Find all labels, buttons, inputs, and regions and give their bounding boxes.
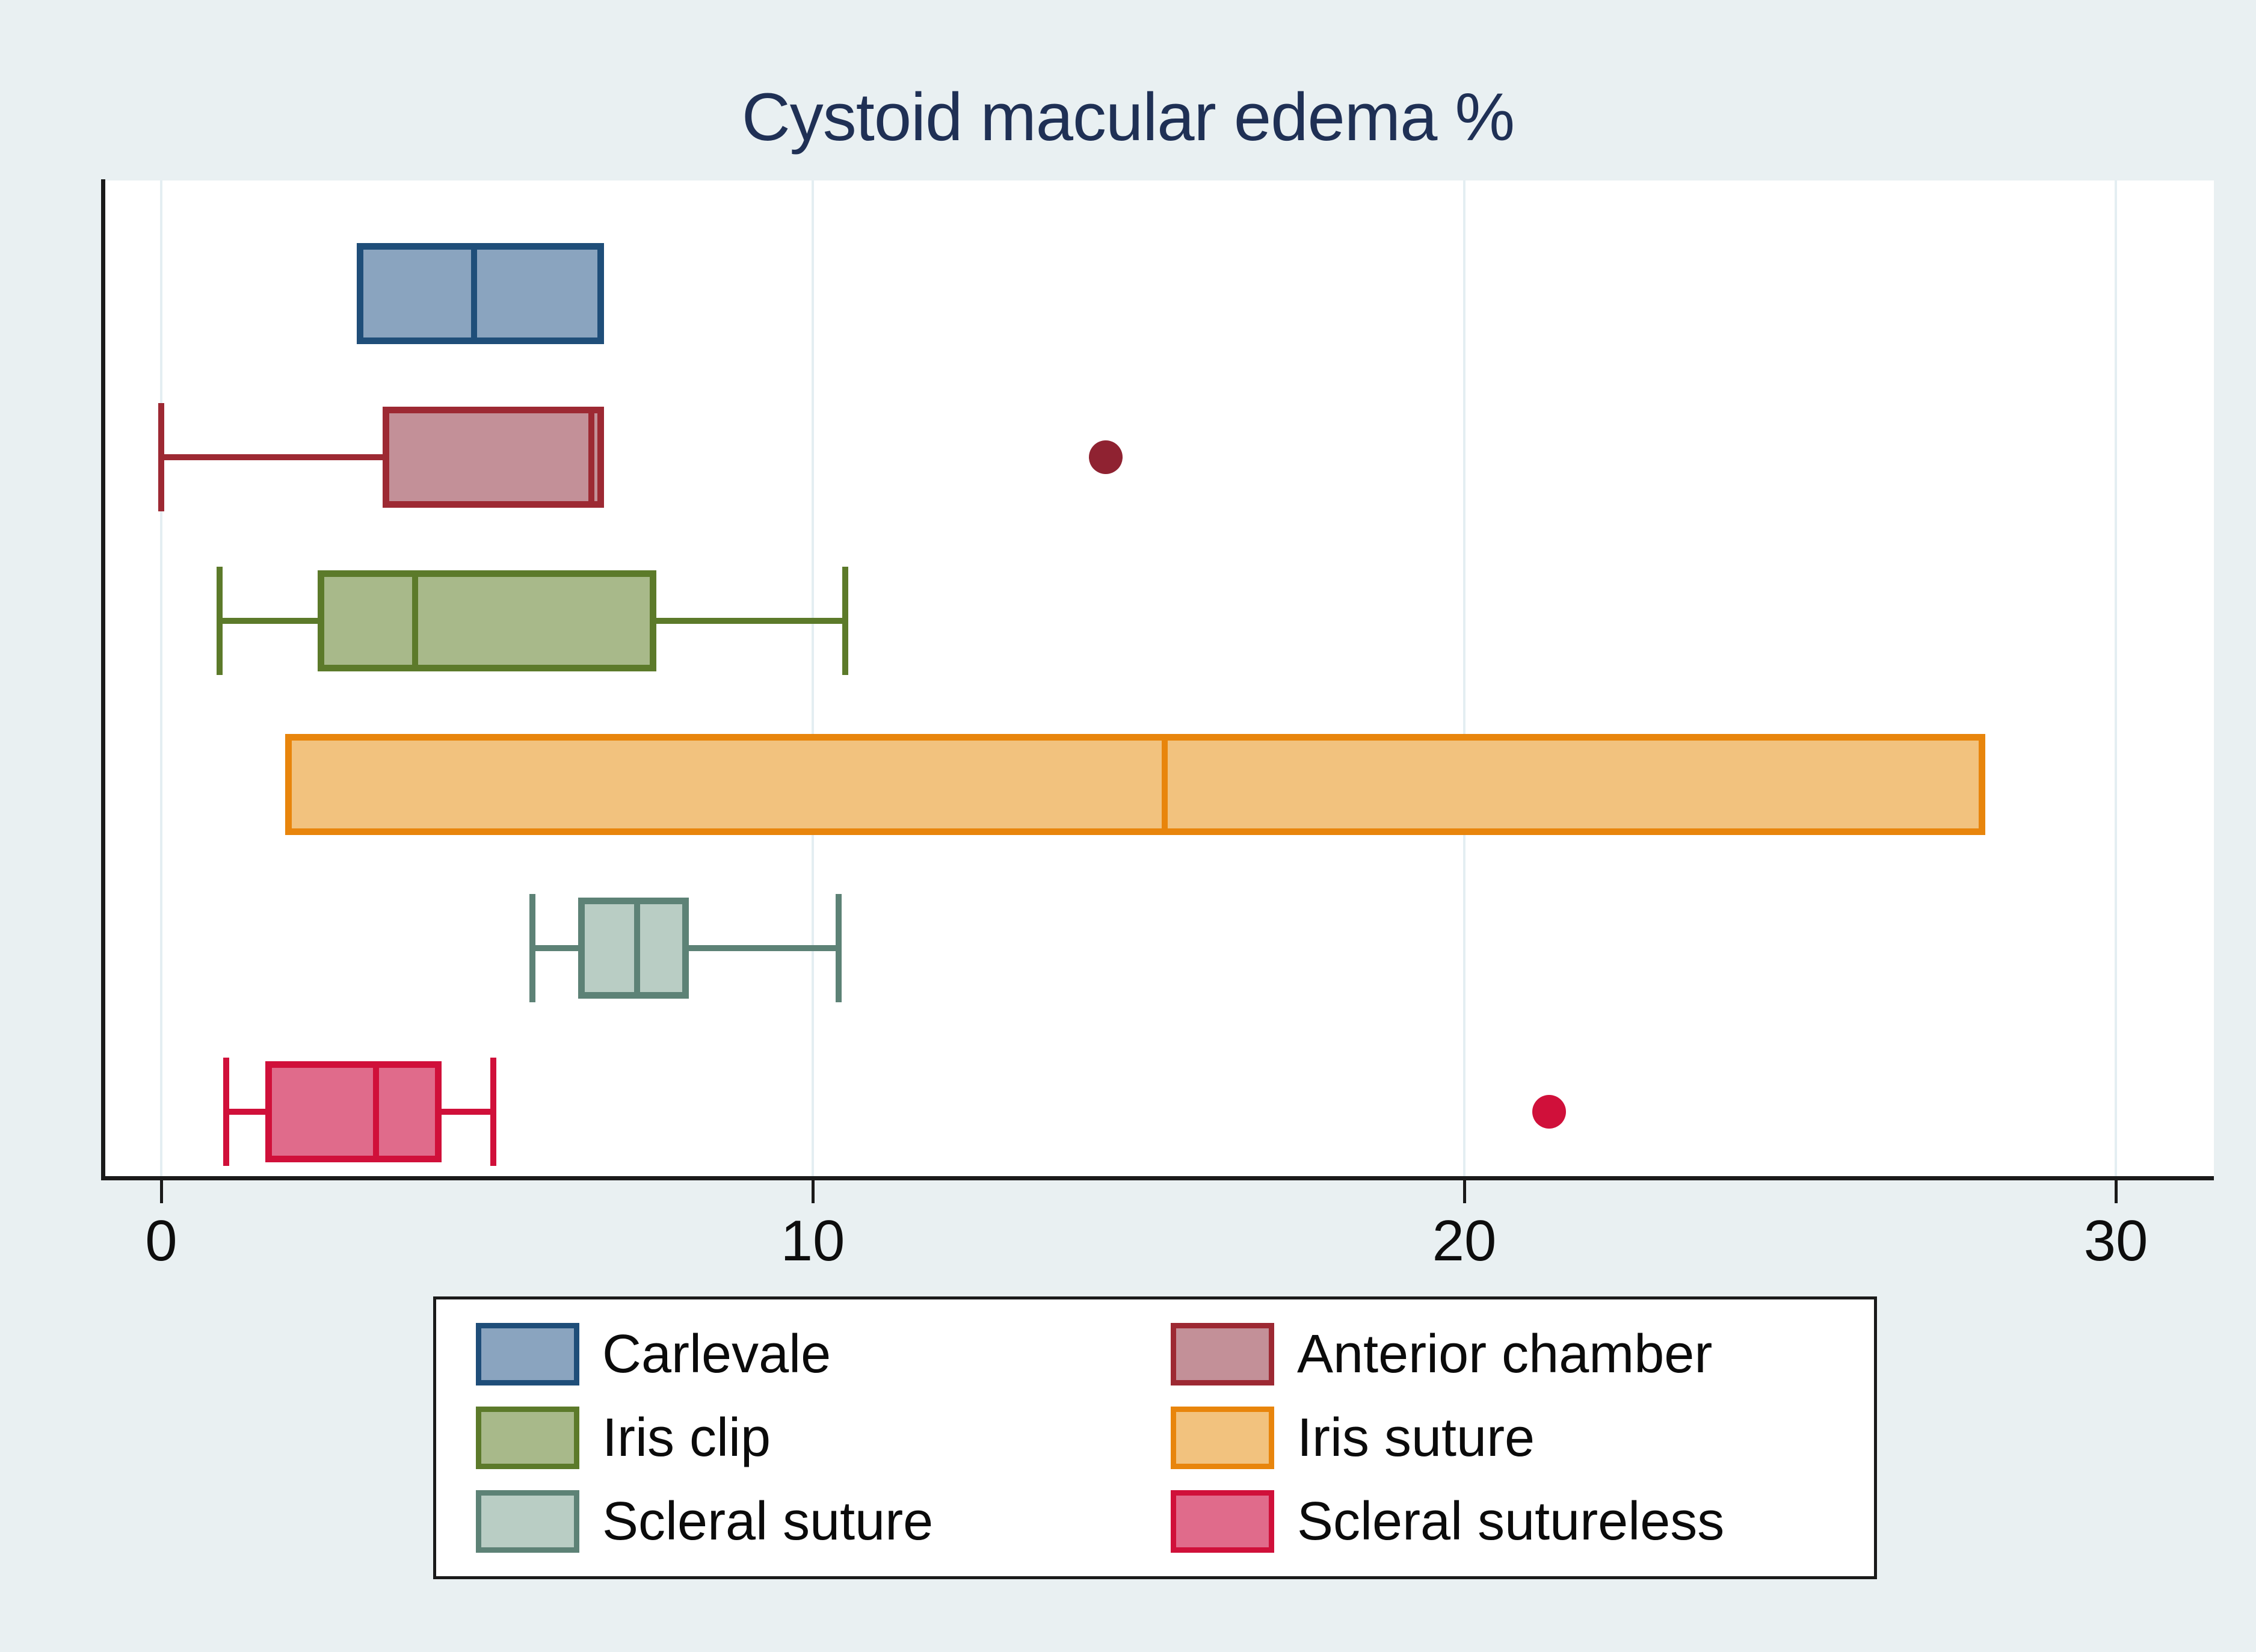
legend-item-carlevale[interactable]: Carlevale [460,1323,1155,1386]
outlier-point-1 [1532,1095,1566,1129]
median-line-0 [470,243,477,344]
legend-swatch-iris-clip [476,1406,579,1469]
legend-swatch-scleral-sutureless [1171,1490,1274,1553]
whisker-high-cap-5 [490,1058,497,1166]
median-line-5 [373,1061,380,1162]
legend-item-scleral-sutureless[interactable]: Scleral sutureless [1155,1490,1850,1553]
x-tick-0 [160,1180,163,1203]
box-iris-suture [285,734,1986,835]
median-line-4 [633,898,640,999]
whisker-low-line-5 [226,1109,266,1115]
whisker-low-cap-1 [158,403,164,511]
whisker-low-line-1 [161,454,383,460]
gridline-30 [2115,180,2117,1176]
whisker-low-cap-2 [217,567,223,675]
x-tick-20 [1463,1180,1466,1203]
median-line-1 [588,407,594,508]
gridline-0 [160,180,162,1176]
gridline-20 [1463,180,1465,1176]
legend-item-iris-suture[interactable]: Iris suture [1155,1406,1850,1469]
x-axis-line [101,1176,2214,1180]
box-iris-clip [317,570,657,671]
whisker-high-line-5 [441,1109,494,1115]
box-scleral-suture [578,898,689,999]
legend-swatch-iris-suture [1171,1406,1274,1469]
legend-item-iris-clip[interactable]: Iris clip [460,1406,1155,1469]
legend-swatch-anterior-chamber [1171,1323,1274,1386]
y-axis-line [101,179,105,1179]
outlier-point-0 [1089,440,1123,474]
median-line-2 [412,570,419,671]
legend-label: Iris clip [602,1407,771,1468]
x-tick-label-30: 30 [2083,1209,2148,1273]
x-tick-10 [812,1180,815,1203]
whisker-low-line-4 [532,945,579,951]
whisker-low-cap-5 [223,1058,230,1166]
gridline-10 [812,180,814,1176]
x-tick-label-0: 0 [145,1209,177,1273]
legend-label: Carlevale [602,1324,831,1385]
whisker-low-cap-4 [529,894,536,1002]
legend-swatch-scleral-suture [476,1490,579,1553]
whisker-high-cap-2 [842,567,849,675]
legend-item-scleral-suture[interactable]: Scleral suture [460,1490,1155,1553]
box-carlevale [356,243,605,344]
legend-swatch-carlevale [476,1323,579,1386]
median-line-3 [1161,734,1168,835]
box-anterior-chamber [383,407,605,508]
x-tick-30 [2115,1180,2118,1203]
legend-label: Scleral sutureless [1297,1491,1725,1552]
whisker-low-line-2 [220,618,318,624]
whisker-high-line-2 [656,618,846,624]
legend-label: Iris suture [1297,1407,1535,1468]
legend-item-anterior-chamber[interactable]: Anterior chamber [1155,1323,1850,1386]
chart-title: Cystoid macular edema % [741,79,1515,155]
x-tick-label-10: 10 [780,1209,845,1273]
whisker-high-cap-4 [836,894,842,1002]
x-tick-label-20: 20 [1432,1209,1497,1273]
legend-label: Anterior chamber [1297,1324,1713,1385]
box-scleral-sutureless [265,1061,442,1162]
plot-area [102,180,2214,1176]
whisker-high-line-4 [689,945,839,951]
legend-label: Scleral suture [602,1491,934,1552]
